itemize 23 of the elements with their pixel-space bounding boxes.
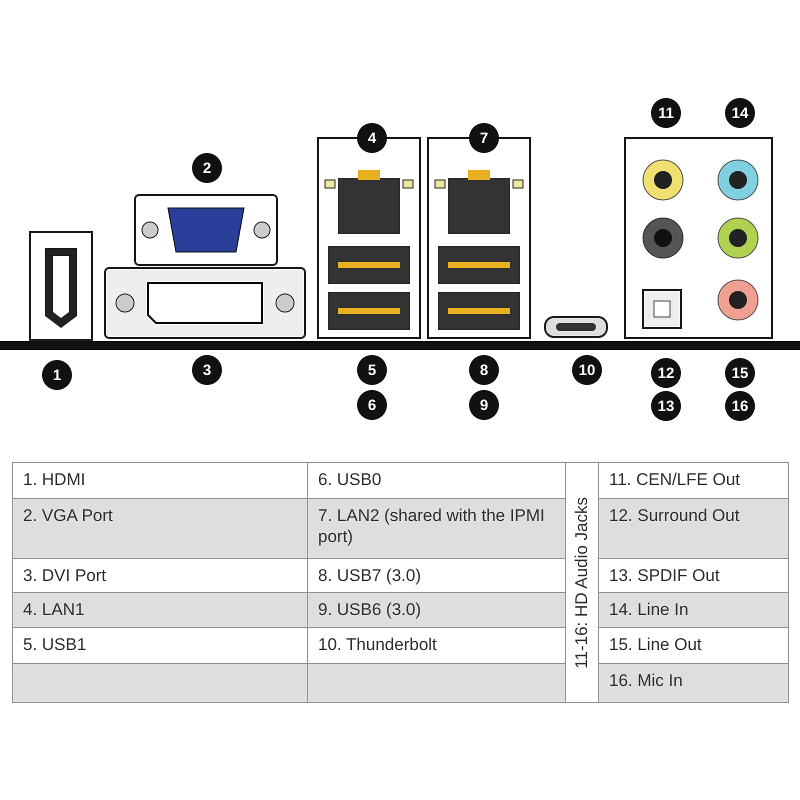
callout-number: 12 [651,358,681,388]
callout-number: 9 [469,390,499,420]
table-cell: 2. VGA Port [12,498,308,559]
table-cell: 14. Line In [598,592,789,628]
callout-number: 8 [469,355,499,385]
callout-number: 2 [192,153,222,183]
callout-number: 16 [725,391,755,421]
callout-number: 6 [357,390,387,420]
callout-number: 10 [572,355,602,385]
table-cell: 7. LAN2 (shared with the IPMI port) [307,498,566,559]
callout-number: 15 [725,358,755,388]
callout-number: 14 [725,98,755,128]
callout-number: 4 [357,123,387,153]
table-cell: 12. Surround Out [598,498,789,559]
callout-number: 11 [651,98,681,128]
callout-number: 3 [192,355,222,385]
callout-number: 5 [357,355,387,385]
table-cell: 9. USB6 (3.0) [307,592,566,628]
callout-number: 1 [42,360,72,390]
callout-number: 13 [651,391,681,421]
table-cell: 4. LAN1 [12,592,308,628]
table-cell: 16. Mic In [598,663,789,703]
callout-number: 7 [469,123,499,153]
